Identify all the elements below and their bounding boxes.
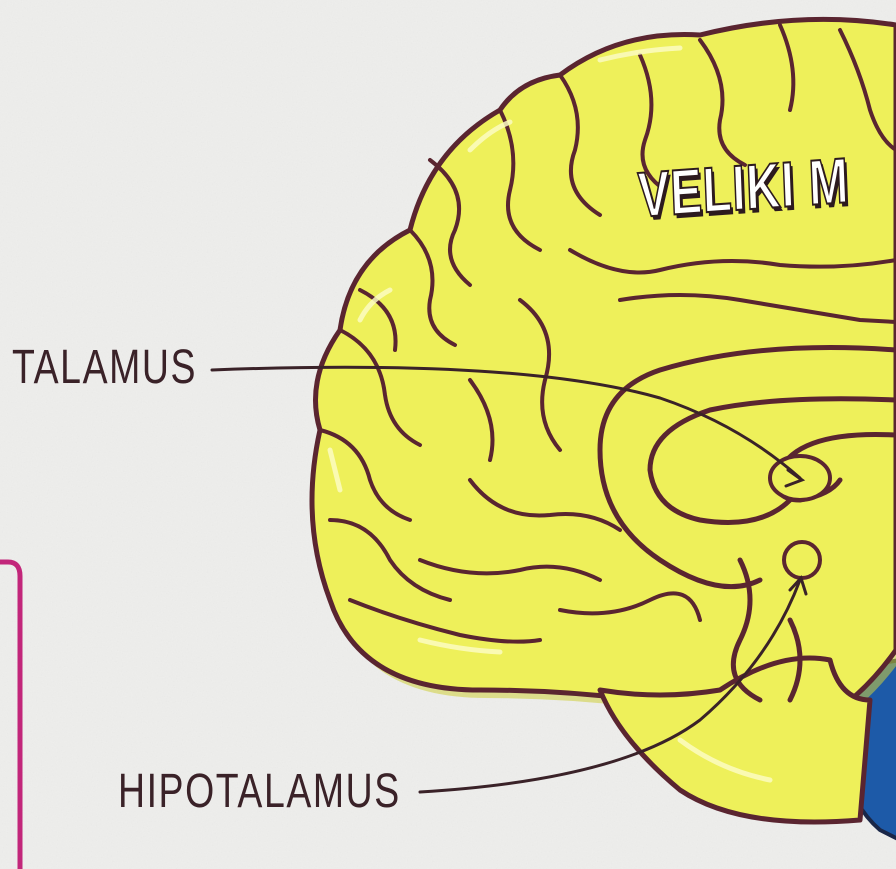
cerebrum-label: VELIKI M xyxy=(637,143,851,232)
hypothalamus-label: HIPOTALAMUS xyxy=(118,764,401,819)
thalamus-label: TALAMUS xyxy=(12,340,197,395)
hypothalamus-shape xyxy=(784,542,820,578)
